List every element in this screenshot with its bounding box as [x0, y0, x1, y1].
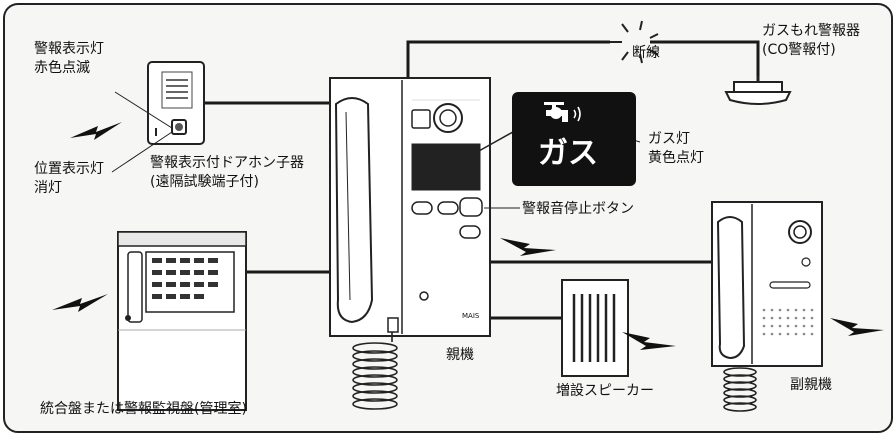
gas-detector [724, 76, 792, 105]
panel-label: 統合盤または警報監視盤(管理室) [40, 401, 247, 417]
speaker-label: 増設スピーカー [556, 383, 654, 399]
position-lamp-label: 位置表示灯 消灯 [34, 160, 104, 198]
gas-detector-line1: ガスもれ警報器 [762, 23, 860, 39]
speaker-unit [561, 279, 629, 377]
monitoring-panel [117, 231, 247, 411]
wire-master-to-break [406, 40, 610, 80]
gas-detector-label: ガスもれ警報器 (CO警報付) [762, 22, 860, 60]
bolt-door [70, 122, 122, 140]
alarm-lamp-line1: 警報表示灯 [34, 41, 104, 57]
gas-tap-icon [544, 102, 568, 122]
sub-master-cord [723, 367, 757, 412]
gas-lamp-line1: ガス灯 [648, 131, 690, 147]
gas-lamp-line2: 黄色点灯 [648, 150, 704, 166]
bolt-speaker [622, 332, 676, 350]
position-lamp-line1: 位置表示灯 [34, 161, 104, 177]
bolt-panel [52, 294, 108, 312]
bolt-master [500, 238, 556, 256]
gas-badge-text: ガス [538, 136, 598, 171]
stop-button-label: 警報音停止ボタン [522, 201, 634, 217]
sub-master-unit [711, 201, 823, 367]
gas-badge [512, 92, 636, 186]
gas-lamp-label: ガス灯 黄色点灯 [648, 130, 704, 168]
master-unit [329, 77, 491, 337]
wire-break-to-detector [650, 40, 760, 80]
wiring [205, 40, 760, 320]
alarm-lamp-label: 警報表示灯 赤色点滅 [34, 40, 104, 78]
position-lamp-line2: 消灯 [34, 180, 62, 196]
alarm-bolts [52, 122, 884, 350]
door-unit [147, 61, 205, 145]
door-unit-label: 警報表示付ドアホン子器 (遠隔試験端子付) [150, 154, 304, 192]
bolt-sub [830, 318, 884, 336]
master-cord [352, 332, 398, 410]
gas-detector-line2: (CO警報付) [762, 42, 836, 58]
maker-mark: MAIS [462, 312, 480, 320]
alarm-lamp-line2: 赤色点滅 [34, 60, 90, 76]
sub-master-label: 副親機 [790, 377, 832, 393]
door-unit-line1: 警報表示付ドアホン子器 [150, 155, 304, 171]
break-label: 断線 [632, 45, 660, 61]
master-unit-label: 親機 [446, 347, 474, 363]
break-spark-icon [610, 20, 659, 64]
door-unit-line2: (遠隔試験端子付) [150, 174, 259, 190]
